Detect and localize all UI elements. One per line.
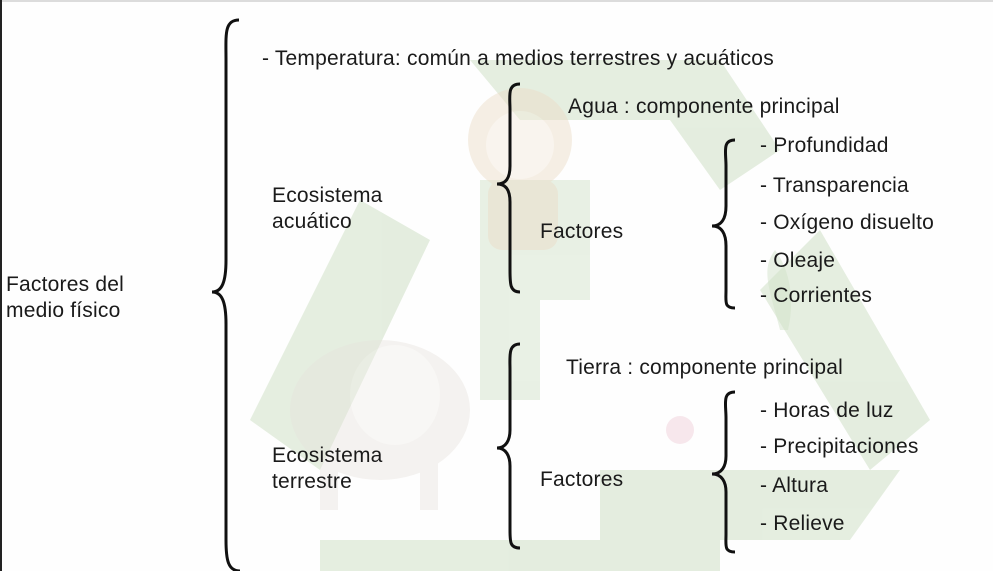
radish-watermark-icon [666,250,792,444]
aquatic-ecosystem-line2: acuático [272,210,352,233]
aquatic-factor-item: - Profundidad [760,134,889,157]
terrestrial-factor-item: - Precipitaciones [760,435,919,458]
terrestrial-factor-item: - Altura [760,474,829,497]
root-label-line2: medio físico [6,299,121,322]
lion-watermark-icon [468,88,572,250]
sheep-watermark-icon [290,340,470,510]
aquatic-brace [496,82,521,294]
recycle-arrows-icon [250,60,930,571]
terrestrial-factor-item: - Relieve [760,512,845,535]
terrestrial-factors-brace [711,390,736,554]
aquatic-factor-item: - Oxígeno disuelto [760,211,935,234]
temperature-label: - Temperatura: común a medios terrestres… [262,47,774,70]
aquatic-factors-label: Factores [540,220,624,243]
aquatic-component-label: Agua : componente principal [568,95,840,118]
aquatic-factor-item: - Transparencia [760,174,909,197]
root-brace [211,18,241,571]
terrestrial-component-label: Tierra : componente principal [566,356,843,379]
terrestrial-ecosystem-line1: Ecosistema [272,444,383,467]
terrestrial-factor-item: - Horas de luz [760,399,894,422]
top-edge-cut [0,0,993,2]
root-label-line1: Factores del [6,273,124,296]
aquatic-factor-item: - Corrientes [760,284,873,307]
terrestrial-ecosystem-line2: terrestre [272,470,352,493]
terrestrial-factors-label: Factores [540,468,624,491]
terrestrial-brace [496,342,521,550]
aquatic-ecosystem-line1: Ecosistema [272,184,383,207]
left-frame-line [0,0,2,571]
aquatic-factor-item: - Oleaje [760,249,836,272]
aquatic-factors-brace [711,138,736,310]
